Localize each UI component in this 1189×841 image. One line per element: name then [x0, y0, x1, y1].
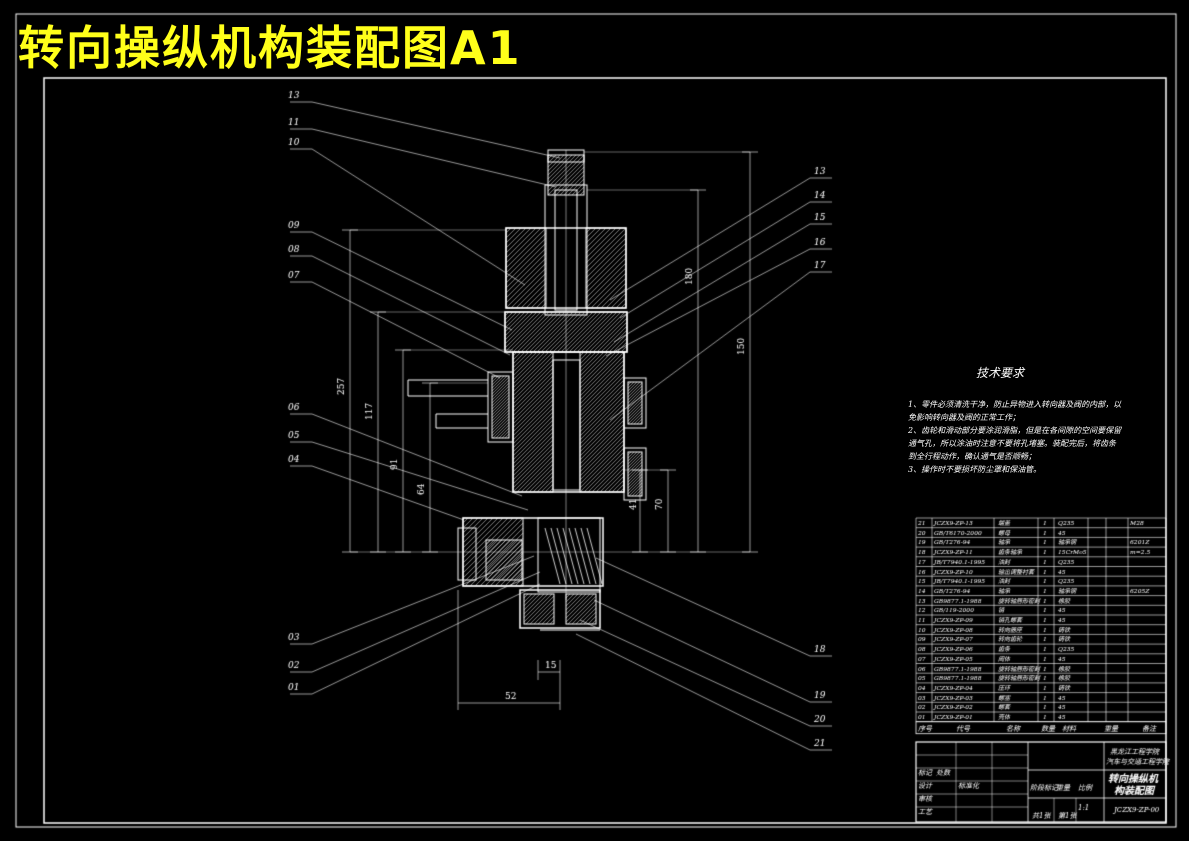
tech-requirement-2: 2、齿轮和滑动部分要涂润滑脂，但是在各间隙的空间要保留通气孔，所以涂油时注意不要… — [908, 426, 1122, 461]
technical-requirements-heading: 技术要求 — [976, 366, 1025, 380]
tech-requirement-1: 1、零件必须清洗干净，防止异物进入转向器及阀的内部，以免影响转向器及阀的正常工作… — [908, 400, 1122, 422]
tech-requirement-3: 3、操作时不要损坏防尘罩和保油管。 — [908, 465, 1042, 474]
technical-requirements-list: 1、零件必须清洗干净，防止异物进入转向器及阀的内部，以免影响转向器及阀的正常工作… — [908, 398, 1123, 476]
drawing-title: 转向操纵机构装配图A1 — [18, 21, 522, 75]
